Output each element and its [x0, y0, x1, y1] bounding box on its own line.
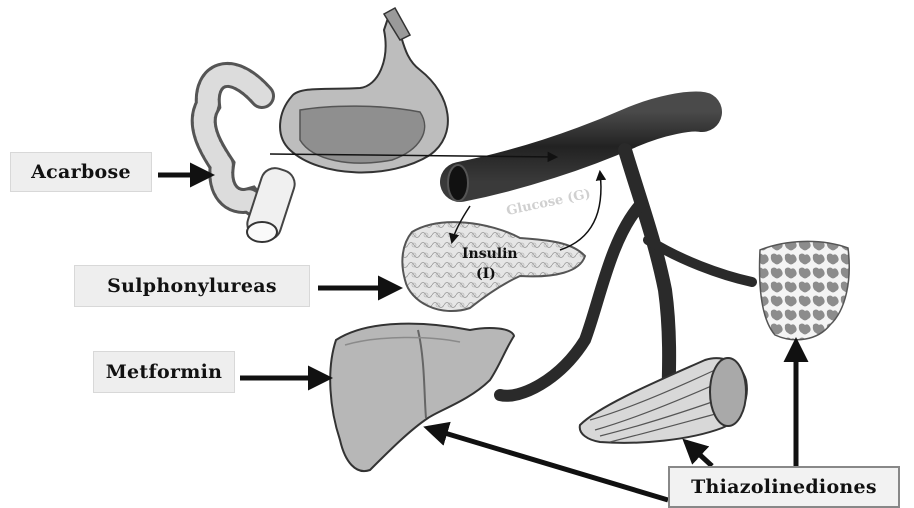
thiazolinediones-to-muscle-arrow	[686, 442, 712, 466]
pancreas-insulin-symbol: (I)	[476, 266, 496, 282]
metformin-label: Metformin	[93, 351, 235, 393]
thiazolinediones-label: Thiazolinediones	[668, 466, 900, 508]
adipose-tissue	[760, 241, 850, 339]
acarbose-label: Acarbose	[10, 152, 152, 192]
pancreas: Insulin (I)	[402, 222, 585, 311]
sulphonylureas-label: Sulphonylureas	[74, 265, 310, 307]
stomach	[280, 8, 448, 172]
liver	[330, 324, 514, 471]
pancreas-insulin-label: Insulin	[462, 246, 518, 262]
vessel-label: Glucose (G)	[505, 187, 592, 219]
intestine	[204, 75, 299, 244]
